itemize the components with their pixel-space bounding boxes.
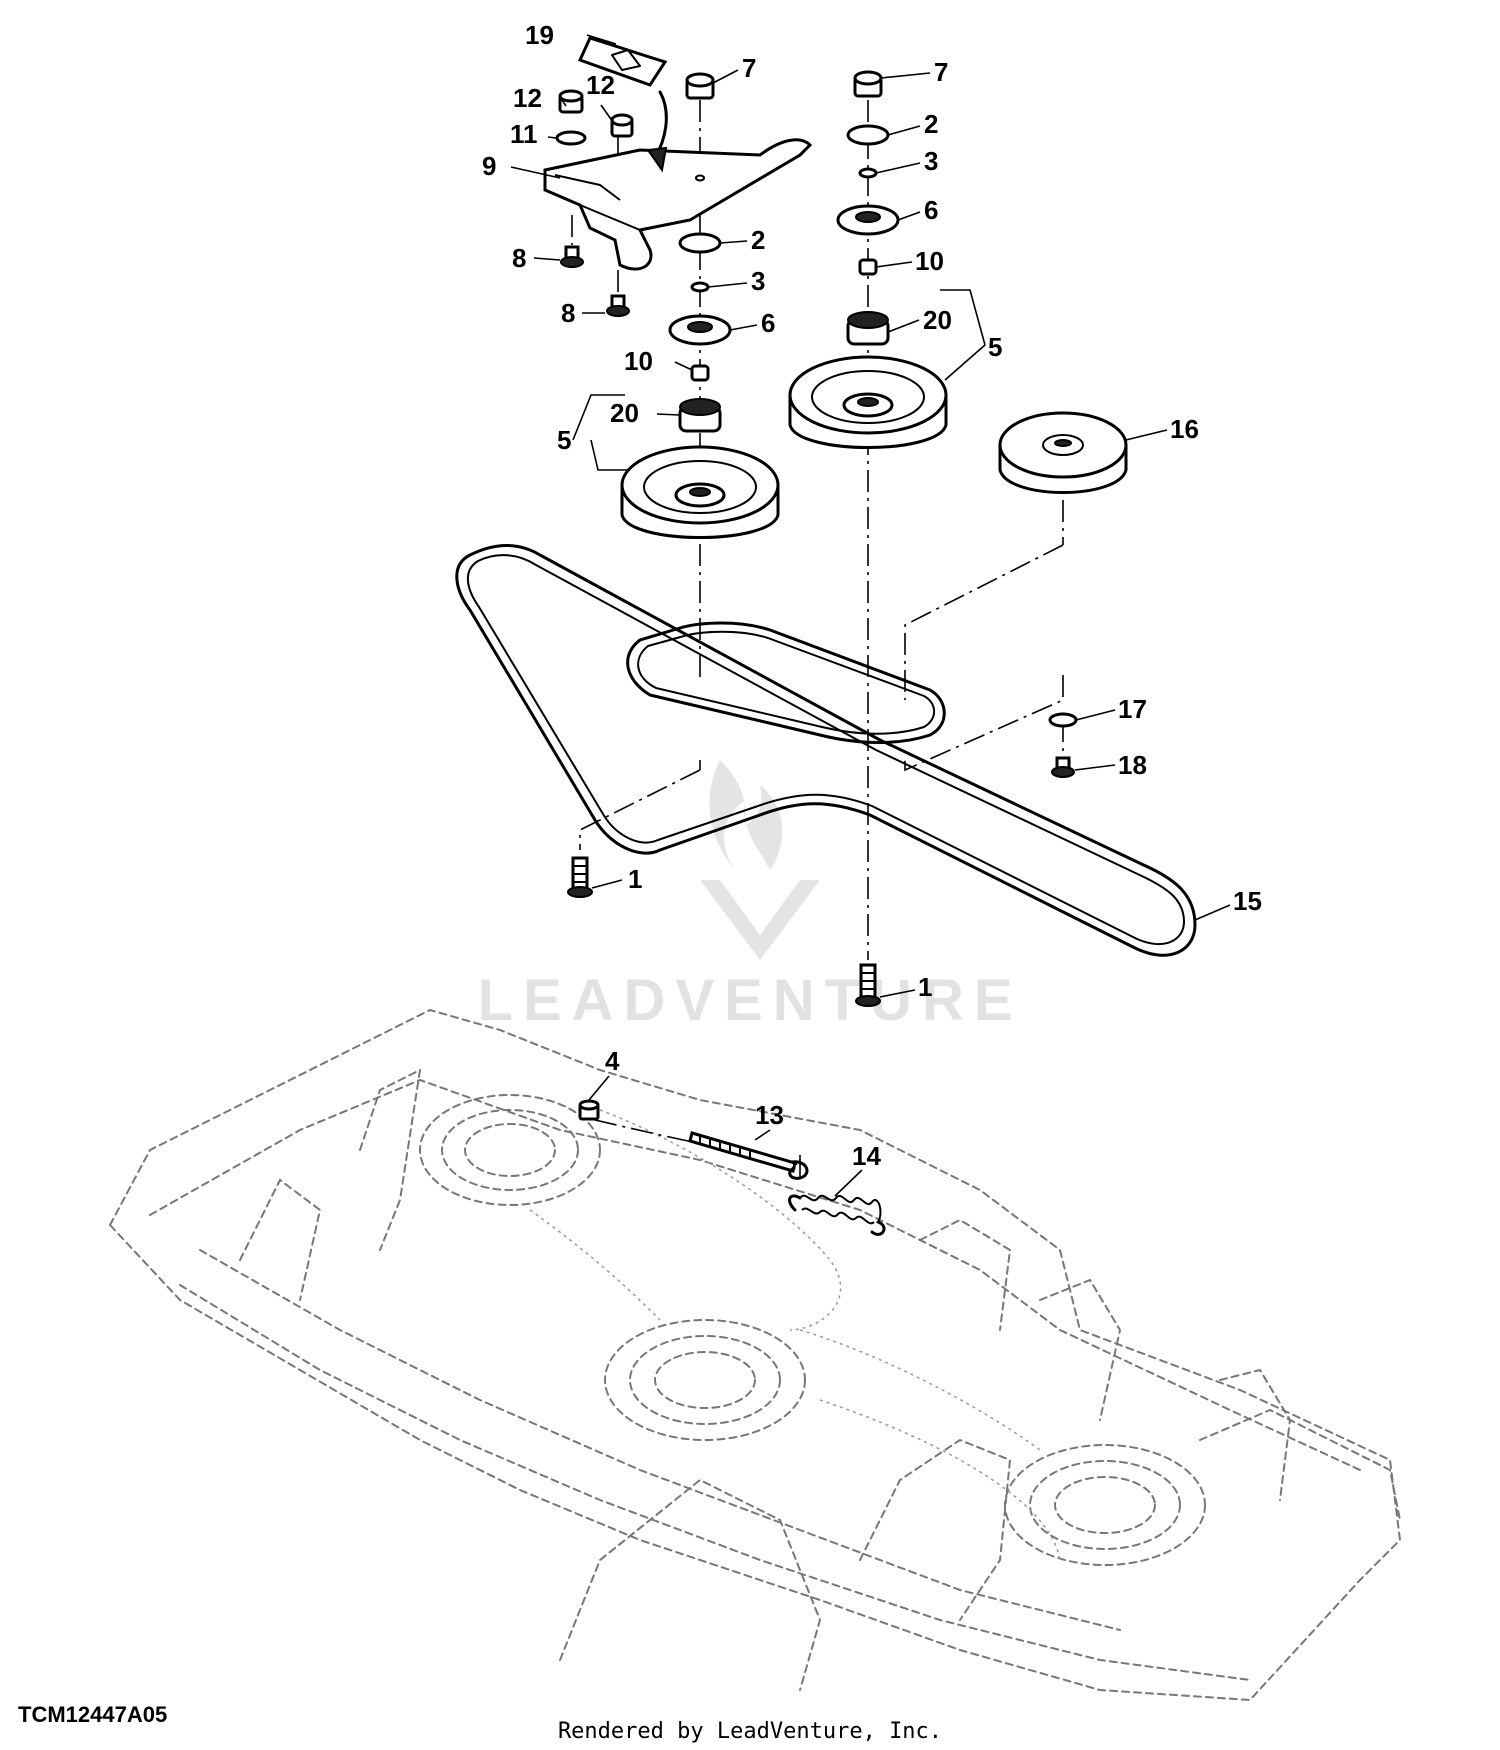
callout-4[interactable]: 4 <box>605 1046 620 1076</box>
lock-nut-7-right[interactable] <box>853 70 883 98</box>
bushing-10-right[interactable] <box>858 258 878 276</box>
washer-2-right[interactable] <box>846 124 890 146</box>
spacer-3-right[interactable] <box>858 167 878 179</box>
callout-3-left[interactable]: 3 <box>751 266 765 296</box>
assembly-axes <box>571 100 1064 1180</box>
callout-14[interactable]: 14 <box>852 1141 881 1171</box>
callout-7-right[interactable]: 7 <box>934 57 948 87</box>
flat-idler-16[interactable] <box>998 411 1128 494</box>
callout-1-right[interactable]: 1 <box>918 972 932 1002</box>
hex-nut-4[interactable] <box>578 1099 600 1121</box>
callout-6-right[interactable]: 6 <box>924 195 938 225</box>
lock-nut-7-left[interactable] <box>685 72 715 100</box>
callout-9[interactable]: 9 <box>482 151 496 181</box>
leader-lines <box>510 34 1231 1197</box>
washer-11[interactable] <box>555 130 587 146</box>
mower-deck-phantom <box>108 1008 1402 1702</box>
lock-nut-12-left[interactable] <box>558 89 584 114</box>
callout-8-upper[interactable]: 8 <box>512 243 526 273</box>
callout-10-right[interactable]: 10 <box>915 246 944 276</box>
callout-7-left[interactable]: 7 <box>742 53 756 83</box>
callout-10-left[interactable]: 10 <box>624 346 653 376</box>
callout-6-left[interactable]: 6 <box>761 308 775 338</box>
bearing-20-left[interactable] <box>678 398 722 433</box>
spindle-sheave-5-right[interactable] <box>788 355 948 449</box>
warning-decal[interactable] <box>577 36 668 87</box>
callout-2-right[interactable]: 2 <box>924 109 938 139</box>
callout-5-right[interactable]: 5 <box>988 332 1002 362</box>
washer-2-left[interactable] <box>678 232 722 254</box>
spindle-sheave-5-left[interactable] <box>620 445 780 539</box>
callout-1-left[interactable]: 1 <box>628 864 642 894</box>
callout-15[interactable]: 15 <box>1233 886 1262 916</box>
callout-13[interactable]: 13 <box>755 1100 784 1130</box>
callout-20-left[interactable]: 20 <box>610 398 639 428</box>
callout-3-right[interactable]: 3 <box>924 146 938 176</box>
carriage-bolt-8-upper[interactable] <box>560 245 584 268</box>
callout-20-right[interactable]: 20 <box>923 305 952 335</box>
bearing-20-right[interactable] <box>846 311 890 346</box>
carriage-bolt-8-lower[interactable] <box>606 294 630 317</box>
watermark-logo <box>700 760 820 960</box>
callout-16[interactable]: 16 <box>1170 414 1199 444</box>
install-arrow-head <box>646 146 668 173</box>
render-credit: Rendered by LeadVenture, Inc. <box>558 1719 942 1744</box>
callout-5-left[interactable]: 5 <box>557 425 571 455</box>
idler-pulley-6-left[interactable] <box>668 314 732 346</box>
callout-18[interactable]: 18 <box>1118 750 1147 780</box>
callout-labels: 19 12 12 11 9 8 8 7 2 3 6 10 20 5 7 2 3 … <box>482 20 1262 1171</box>
callout-2-left[interactable]: 2 <box>751 225 765 255</box>
shoulder-bolt-1-right[interactable] <box>855 963 881 1007</box>
idler-bracket[interactable] <box>543 138 813 271</box>
idler-belt[interactable] <box>626 621 946 744</box>
callout-19[interactable]: 19 <box>525 20 554 50</box>
callout-17[interactable]: 17 <box>1118 694 1147 724</box>
callout-11[interactable]: 11 <box>510 119 538 149</box>
watermark-text: LEADVENTURE <box>477 968 1022 1033</box>
spacer-3-left[interactable] <box>690 281 710 293</box>
lock-nut-12-right[interactable] <box>610 113 634 138</box>
washer-17[interactable] <box>1048 712 1078 728</box>
shoulder-bolt-1-left[interactable] <box>567 856 593 898</box>
callout-8-lower[interactable]: 8 <box>561 298 575 328</box>
spindle-belt-15[interactable] <box>455 544 1197 957</box>
extension-spring-14[interactable] <box>788 1194 886 1236</box>
bushing-10-left[interactable] <box>690 364 710 382</box>
cap-screw-18[interactable] <box>1051 756 1075 778</box>
idler-pulley-6-right[interactable] <box>836 204 900 236</box>
callout-12-right[interactable]: 12 <box>586 70 615 100</box>
adjusting-rod-13[interactable] <box>688 1131 809 1180</box>
figure-id: TCM12447A05 <box>18 1702 167 1727</box>
callout-12-left[interactable]: 12 <box>513 83 542 113</box>
